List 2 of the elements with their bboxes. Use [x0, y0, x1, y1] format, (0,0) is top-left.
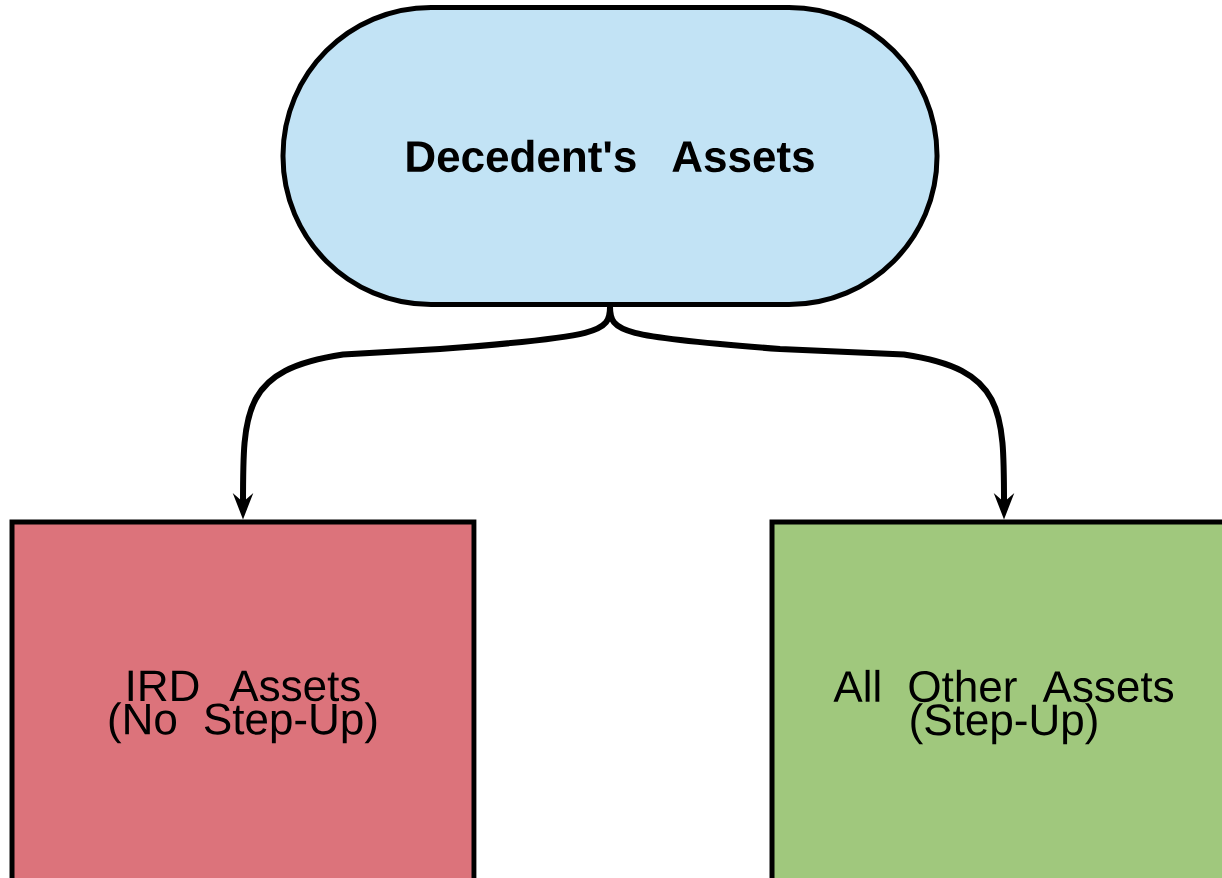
process-box: IRD Assets (No Step-Up)	[9, 519, 477, 878]
process-box: All Other Assets (Step-Up)	[769, 519, 1222, 878]
